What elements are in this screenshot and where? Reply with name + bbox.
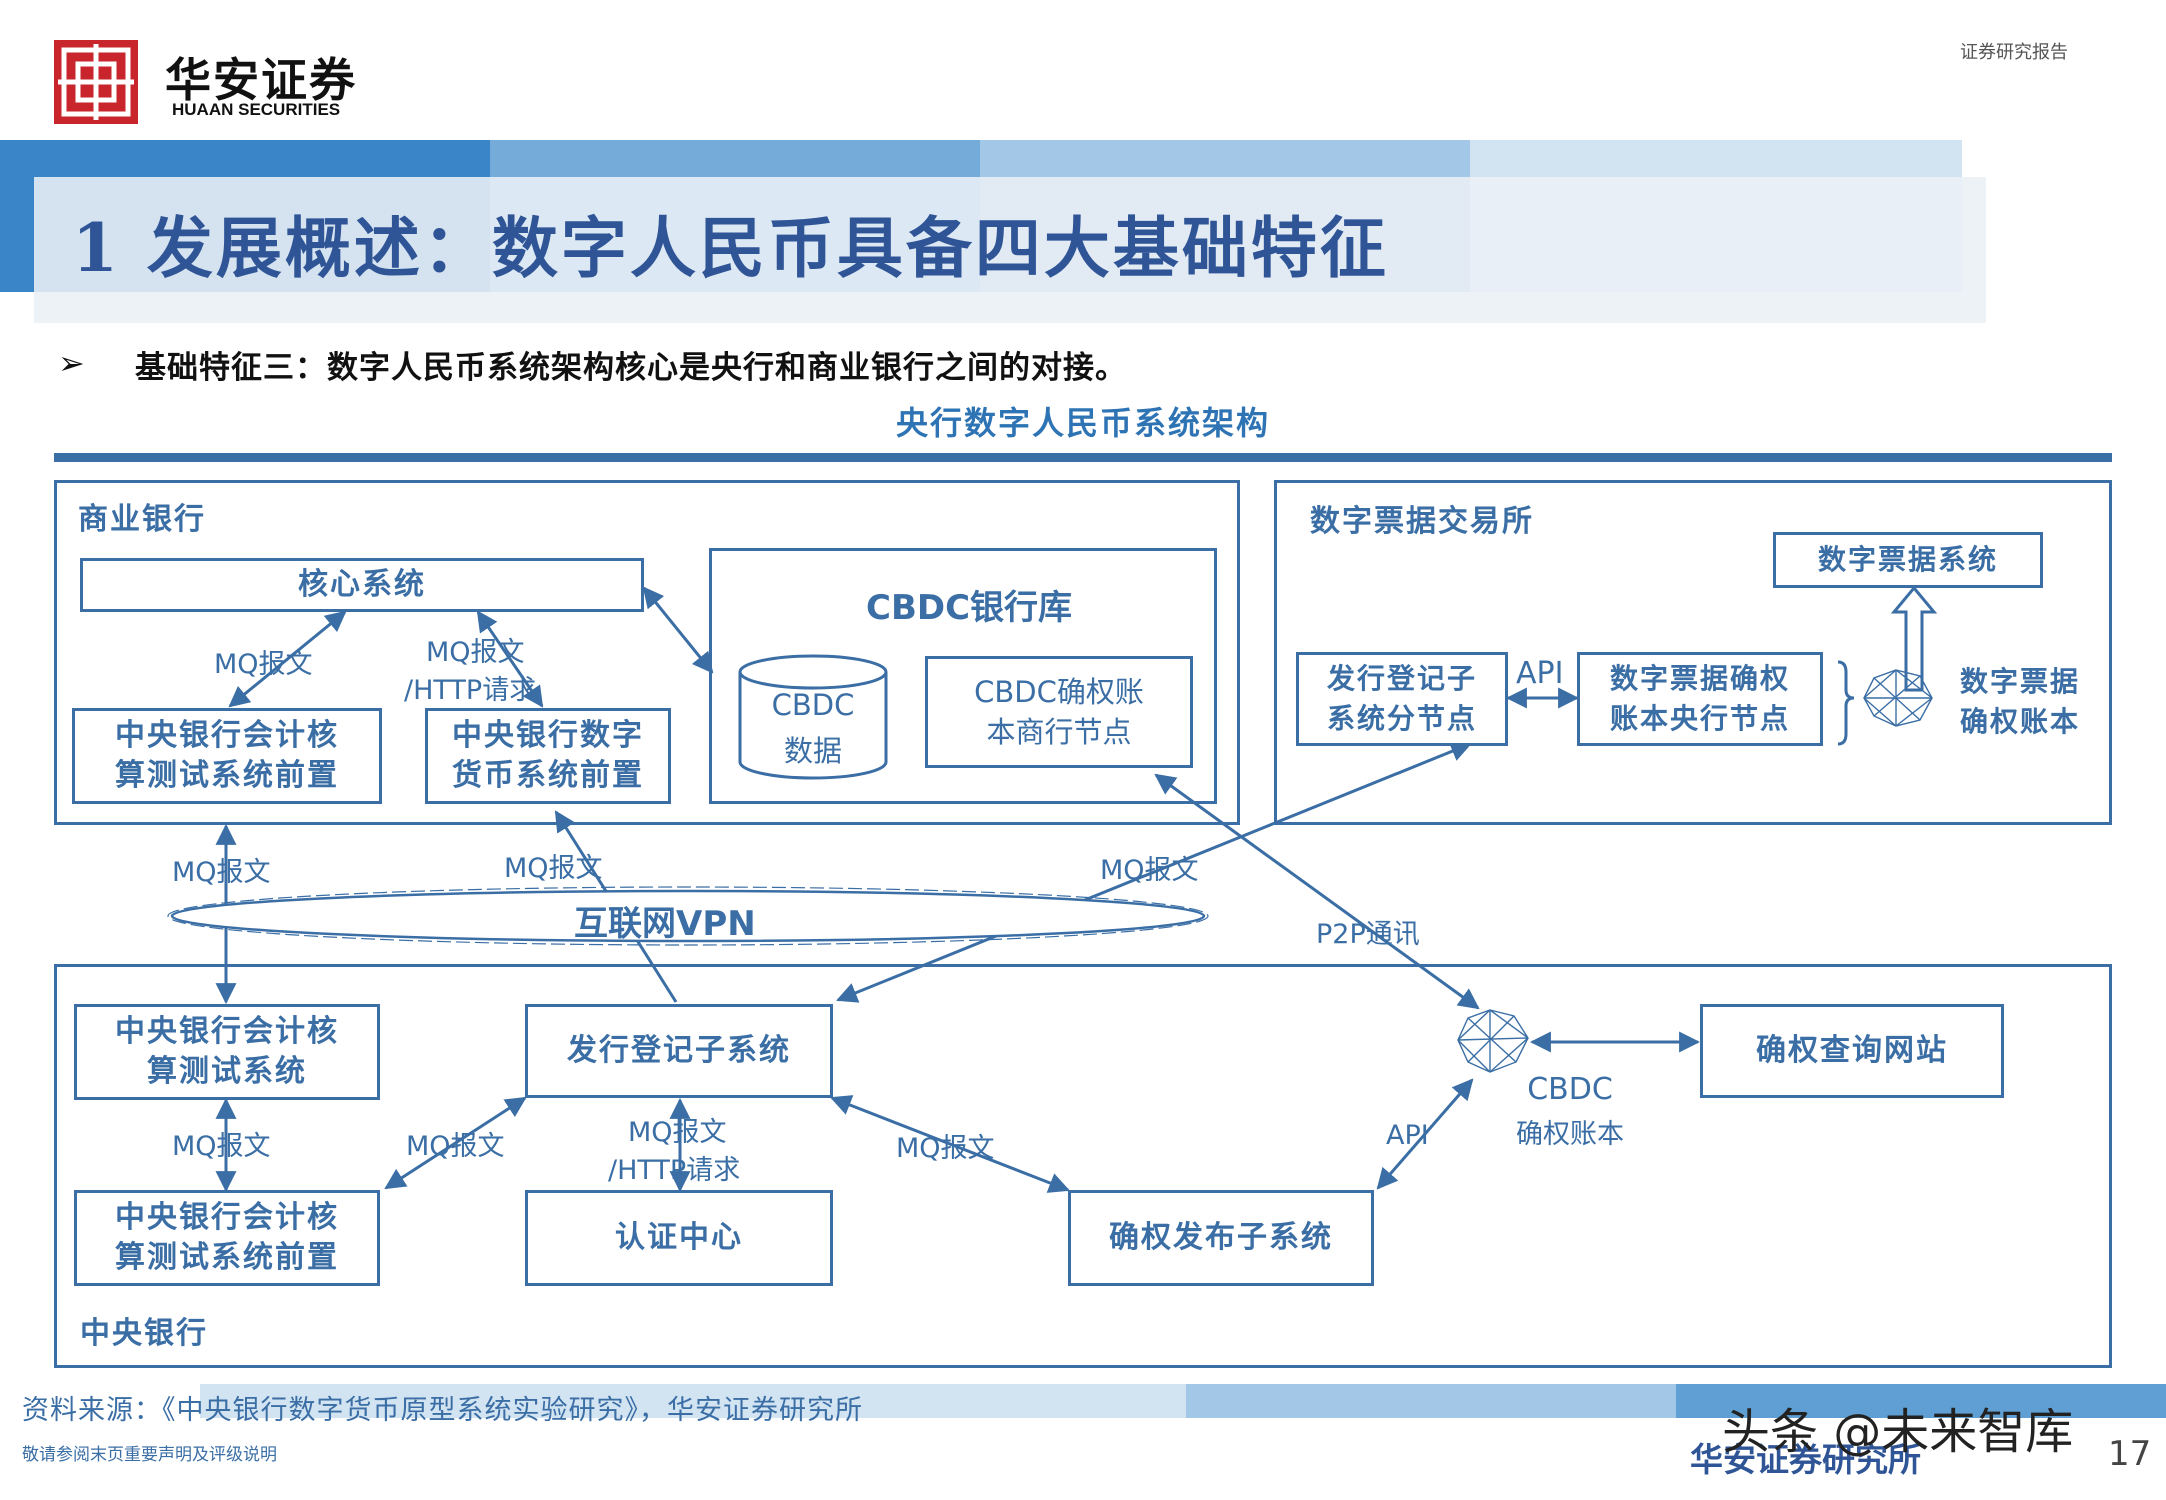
cb-accounting-front-line1: 中央银行会计核 (115, 718, 339, 753)
source-note: 资料来源：《中央银行数字货币原型系统实验研究》，华安证券研究所 (22, 1395, 863, 1426)
accounting-front-line2: 算测试系统前置 (115, 1240, 339, 1275)
cb-digital-front-line1: 中央银行数字 (452, 718, 644, 753)
exchange-label: 数字票据交易所 (1310, 504, 1534, 539)
bill-system-box: 数字票据系统 (1773, 532, 2043, 588)
mq-label-e-line1: MQ报文 (628, 1117, 727, 1148)
accounting-front-box: 中央银行会计核 算测试系统前置 (74, 1190, 380, 1286)
mq-label-b-line2: /HTTP请求 (404, 675, 537, 706)
confirm-node-line2: 账本央行节点 (1609, 702, 1790, 735)
core-system-box: 核心系统 (80, 558, 644, 612)
confirm-node-line1: 数字票据确权 (1609, 662, 1790, 695)
mq-label-e-line2: /HTTP请求 (608, 1155, 741, 1186)
brand-name-cn: 华安证券 (165, 53, 357, 107)
issue-node-box: 发行登记子 系统分节点 (1296, 652, 1508, 746)
issue-node-line2: 系统分节点 (1326, 702, 1477, 735)
report-type: 证券研究报告 (1960, 42, 2068, 63)
issue-registry-box: 发行登记子系统 (525, 1004, 833, 1098)
core-system-label: 核心系统 (298, 567, 426, 602)
query-site-label: 确权查询网站 (1756, 1033, 1948, 1068)
title-rule (54, 453, 2112, 462)
cbdc-ledger-node-line2: 本商行节点 (986, 715, 1132, 749)
p2p-label: P2P通讯 (1316, 919, 1420, 950)
accounting-test-line1: 中央银行会计核 (115, 1014, 339, 1049)
confirm-publish-label: 确权发布子系统 (1109, 1220, 1333, 1255)
title-banner (0, 140, 2166, 325)
exchange-region (1274, 480, 2112, 825)
cbdc-data-line1: CBDC (771, 688, 855, 722)
bullet-icon: ➢ (58, 344, 85, 382)
mq-label-network-2: MQ报文 (504, 853, 603, 884)
page-number: 17 (2108, 1434, 2152, 1474)
cbdc-ledger-node-box: CBDC确权账 本商行节点 (925, 656, 1193, 768)
feature-statement: 基础特征三：数字人民币系统架构核心是央行和商业银行之间的对接。 (135, 350, 1127, 386)
mq-label-b-line1: MQ报文 (426, 637, 525, 668)
query-site-box: 确权查询网站 (1700, 1004, 2004, 1098)
issue-registry-label: 发行登记子系统 (567, 1033, 791, 1068)
cb-digital-front-line2: 货币系统前置 (452, 758, 644, 793)
accounting-test-line2: 算测试系统 (147, 1054, 307, 1089)
api-label-central: API (1386, 1120, 1429, 1151)
cbdc-ledger-node-line1: CBDC确权账 (974, 675, 1144, 709)
footer-brand: 华安证券研究所 (1690, 1440, 1921, 1479)
mq-label-network-3: MQ报文 (1100, 855, 1199, 886)
mq-label-c: MQ报文 (172, 1131, 271, 1162)
issue-node-line1: 发行登记子 (1326, 662, 1477, 695)
confirm-publish-box: 确权发布子系统 (1068, 1190, 1374, 1286)
cbdc-ledger-line2: 确权账本 (1516, 1119, 1624, 1150)
mq-label-d: MQ报文 (406, 1131, 505, 1162)
bill-ledger-line1: 数字票据 (1960, 665, 2081, 698)
logo-mark-icon (54, 40, 138, 124)
diagram-title: 央行数字人民币系统架构 (895, 404, 1270, 442)
cbdc-vault-box (709, 548, 1217, 804)
confirm-node-box: 数字票据确权 账本央行节点 (1577, 652, 1823, 746)
disclaimer: 敬请参阅末页重要声明及评级说明 (22, 1445, 277, 1465)
cbdc-vault-title: CBDC银行库 (866, 588, 1073, 628)
accounting-test-box: 中央银行会计核 算测试系统 (74, 1004, 380, 1100)
central-bank-label: 中央银行 (80, 1316, 208, 1351)
auth-center-box: 认证中心 (525, 1190, 833, 1286)
commercial-bank-region (54, 480, 1240, 825)
cb-accounting-front-box: 中央银行会计核 算测试系统前置 (72, 708, 382, 804)
page-title: 1 发展概述：数字人民币具备四大基础特征 (72, 209, 1389, 287)
brand-name-en: HUAAN SECURITIES (172, 100, 341, 119)
footer-band (200, 1384, 2166, 1418)
mq-label-network-1: MQ报文 (172, 857, 271, 888)
mq-label-a: MQ报文 (214, 649, 313, 680)
auth-center-label: 认证中心 (615, 1220, 743, 1255)
accounting-front-line1: 中央银行会计核 (115, 1200, 339, 1235)
cb-accounting-front-line2: 算测试系统前置 (115, 758, 339, 793)
cbdc-data-line2: 数据 (783, 734, 842, 768)
mq-label-f: MQ报文 (896, 1133, 995, 1164)
bill-ledger-line2: 确权账本 (1960, 705, 2081, 738)
exchange-api-label: API (1516, 656, 1564, 691)
cb-digital-front-box: 中央银行数字 货币系统前置 (425, 708, 671, 804)
bill-system-label: 数字票据系统 (1817, 543, 1998, 576)
commercial-bank-label: 商业银行 (78, 502, 206, 537)
vpn-label: 互联网VPN (574, 904, 756, 944)
cbdc-ledger-line1: CBDC (1527, 1072, 1613, 1107)
watermark: 头条 @未来智库 (1722, 1404, 2074, 1460)
